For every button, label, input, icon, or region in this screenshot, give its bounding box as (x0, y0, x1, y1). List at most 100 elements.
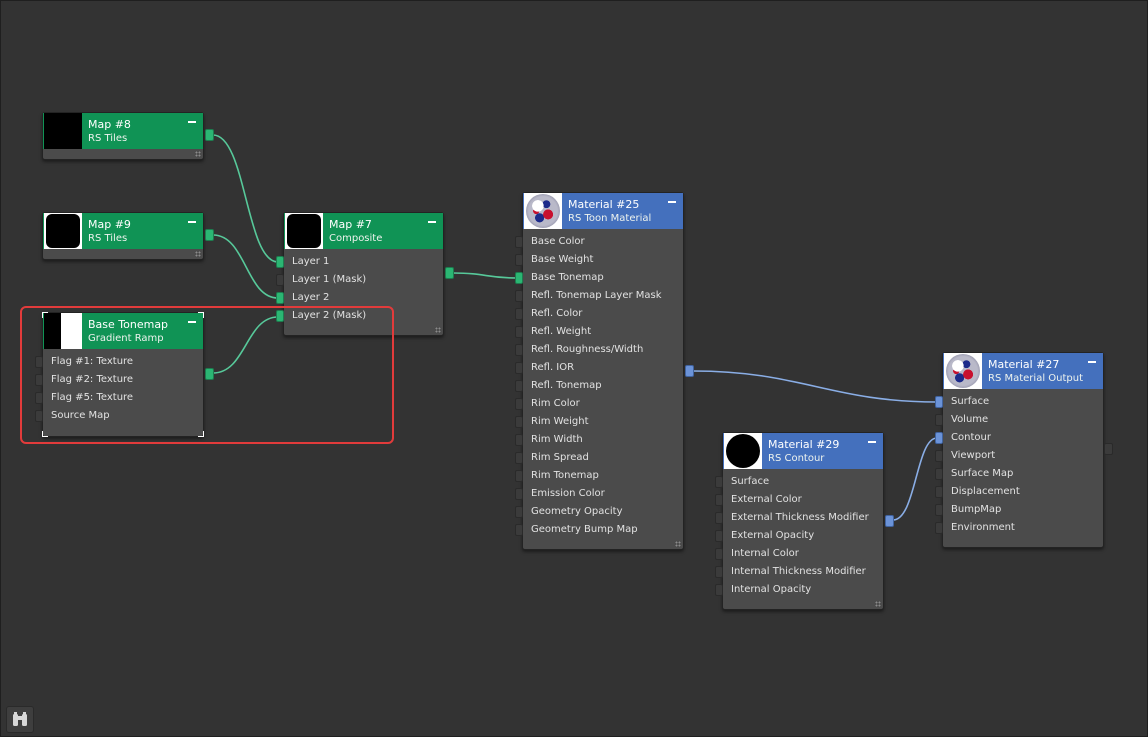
input-port[interactable]: External Opacity (715, 527, 883, 545)
input-socket[interactable] (935, 414, 943, 426)
minus-icon[interactable] (667, 196, 677, 206)
minus-icon[interactable] (427, 216, 437, 226)
input-port[interactable]: Flag #5: Texture (35, 389, 203, 407)
input-socket[interactable] (715, 584, 723, 596)
node-material29[interactable]: Material #29 RS Contour Surface External… (715, 432, 894, 610)
input-socket[interactable] (935, 432, 943, 444)
input-port[interactable]: Refl. Tonemap (515, 377, 683, 395)
node-header[interactable]: Map #7 Composite (284, 213, 443, 249)
resize-grip-icon[interactable] (195, 251, 201, 257)
resize-grip-icon[interactable] (675, 541, 681, 547)
input-port[interactable]: Refl. Color (515, 305, 683, 323)
input-port[interactable]: Rim Spread (515, 449, 683, 467)
node-base-tonemap[interactable]: Base Tonemap Gradient Ramp Flag #1: Text… (35, 312, 214, 437)
input-socket[interactable] (715, 512, 723, 524)
input-socket[interactable] (935, 504, 943, 516)
input-socket[interactable] (515, 254, 523, 266)
input-socket[interactable] (935, 450, 943, 462)
input-socket[interactable] (715, 476, 723, 488)
input-socket[interactable] (715, 566, 723, 578)
input-socket[interactable] (715, 530, 723, 542)
input-port[interactable]: External Color (715, 491, 883, 509)
input-port[interactable]: BumpMap (935, 501, 1103, 519)
input-socket[interactable] (935, 468, 943, 480)
input-port[interactable]: Layer 2 (Mask) (276, 307, 443, 325)
input-port[interactable]: Volume (935, 411, 1103, 429)
input-port[interactable]: Internal Thickness Modifier (715, 563, 883, 581)
input-port[interactable]: Surface (935, 393, 1103, 411)
input-port[interactable]: Refl. Weight (515, 323, 683, 341)
input-port[interactable]: Source Map (35, 407, 203, 425)
input-socket[interactable] (276, 310, 284, 322)
input-socket[interactable] (715, 548, 723, 560)
input-port[interactable]: Refl. Roughness/Width (515, 341, 683, 359)
resize-grip-icon[interactable] (195, 151, 201, 157)
input-port[interactable]: Rim Width (515, 431, 683, 449)
input-socket[interactable] (515, 398, 523, 410)
input-socket[interactable] (515, 470, 523, 482)
node-map7[interactable]: Map #7 Composite Layer 1 Layer 1 (Mask) … (276, 212, 454, 336)
minus-icon[interactable] (1087, 356, 1097, 366)
input-port[interactable]: Surface Map (935, 465, 1103, 483)
node-material27[interactable]: Material #27 RS Material Output Surface … (935, 352, 1113, 548)
input-socket[interactable] (515, 524, 523, 536)
input-socket[interactable] (935, 522, 943, 534)
input-port[interactable]: Environment (935, 519, 1103, 537)
input-port[interactable]: Viewport (935, 447, 1103, 465)
output-socket[interactable] (1104, 443, 1113, 455)
node-header[interactable]: Material #27 RS Material Output (943, 353, 1103, 389)
input-socket[interactable] (35, 410, 43, 422)
resize-grip-icon[interactable] (435, 327, 441, 333)
input-port[interactable]: Displacement (935, 483, 1103, 501)
resize-grip-icon[interactable] (875, 601, 881, 607)
input-socket[interactable] (515, 344, 523, 356)
output-socket[interactable] (205, 129, 214, 141)
input-port[interactable]: Rim Color (515, 395, 683, 413)
node-header[interactable]: Base Tonemap Gradient Ramp (43, 313, 203, 349)
input-socket[interactable] (276, 274, 284, 286)
input-port[interactable]: Internal Opacity (715, 581, 883, 599)
node-header[interactable]: Map #8 RS Tiles (43, 113, 203, 149)
input-port[interactable]: Emission Color (515, 485, 683, 503)
minus-icon[interactable] (867, 436, 877, 446)
input-socket[interactable] (515, 506, 523, 518)
node-map9[interactable]: Map #9 RS Tiles (42, 212, 214, 260)
navigator-button[interactable] (6, 706, 34, 733)
output-socket[interactable] (885, 515, 894, 527)
input-port[interactable]: Base Weight (515, 251, 683, 269)
input-socket[interactable] (515, 362, 523, 374)
input-socket[interactable] (515, 272, 523, 284)
input-port[interactable]: Layer 1 (276, 253, 443, 271)
input-port[interactable]: Surface (715, 473, 883, 491)
input-socket[interactable] (515, 290, 523, 302)
input-socket[interactable] (515, 416, 523, 428)
input-port[interactable]: External Thickness Modifier (715, 509, 883, 527)
input-port[interactable]: Flag #2: Texture (35, 371, 203, 389)
input-port[interactable]: Refl. IOR (515, 359, 683, 377)
node-material25[interactable]: Material #25 RS Toon Material Base Color… (515, 192, 694, 550)
input-socket[interactable] (515, 380, 523, 392)
input-socket[interactable] (515, 236, 523, 248)
input-port[interactable]: Layer 1 (Mask) (276, 271, 443, 289)
output-socket[interactable] (685, 365, 694, 377)
input-socket[interactable] (35, 356, 43, 368)
input-socket[interactable] (276, 292, 284, 304)
output-socket[interactable] (205, 368, 214, 380)
minus-icon[interactable] (187, 316, 197, 326)
input-port[interactable]: Base Tonemap (515, 269, 683, 287)
node-header[interactable]: Material #29 RS Contour (723, 433, 883, 469)
input-socket[interactable] (515, 452, 523, 464)
input-socket[interactable] (515, 488, 523, 500)
input-socket[interactable] (35, 374, 43, 386)
node-map8[interactable]: Map #8 RS Tiles (42, 112, 214, 160)
input-socket[interactable] (935, 396, 943, 408)
input-port[interactable]: Geometry Bump Map (515, 521, 683, 539)
minus-icon[interactable] (187, 216, 197, 226)
input-port[interactable]: Base Color (515, 233, 683, 251)
input-port[interactable]: Rim Tonemap (515, 467, 683, 485)
input-port[interactable]: Refl. Tonemap Layer Mask (515, 287, 683, 305)
input-socket[interactable] (276, 256, 284, 268)
input-socket[interactable] (35, 392, 43, 404)
input-port[interactable]: Geometry Opacity (515, 503, 683, 521)
